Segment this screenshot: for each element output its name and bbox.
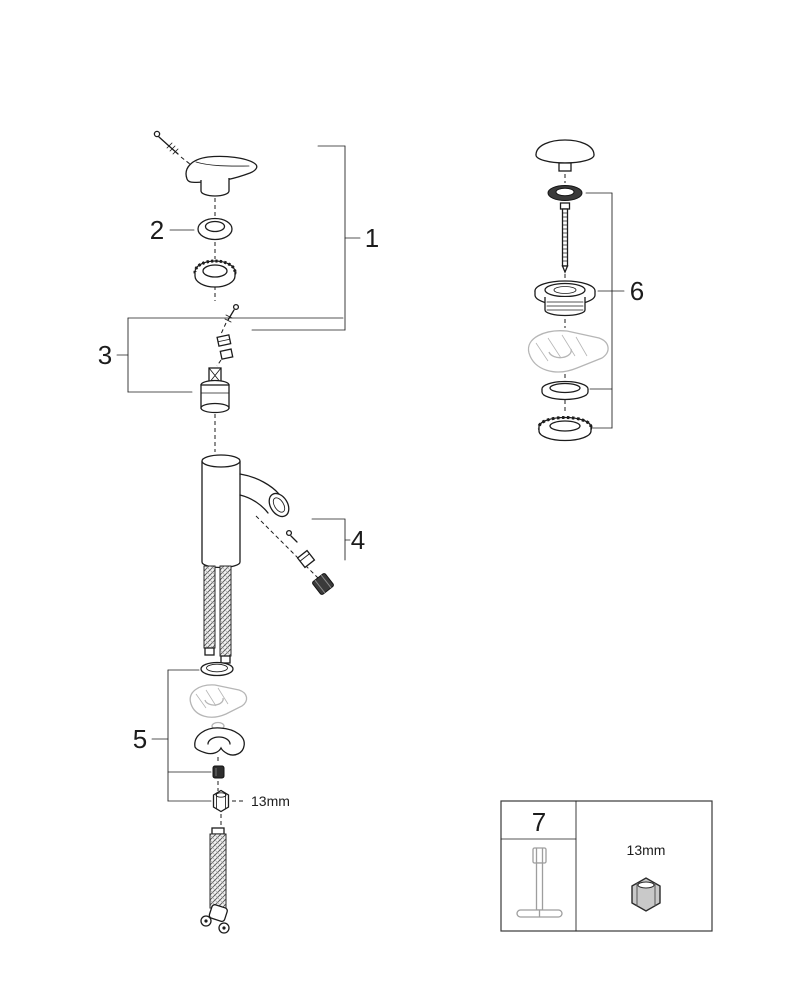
callout-6: 6 xyxy=(630,276,644,306)
handle-screw xyxy=(153,130,196,169)
drain-clamp xyxy=(527,330,609,373)
handle-lever xyxy=(185,155,258,197)
mounting-ring xyxy=(193,259,237,288)
callout-4: 4 xyxy=(351,525,365,555)
callout-5: 5 xyxy=(133,724,147,754)
callout-1: 1 xyxy=(365,223,379,253)
drain-locknut xyxy=(537,416,593,442)
drain-plug-cap xyxy=(535,139,595,183)
callout-7: 7 xyxy=(532,807,546,837)
cartridge xyxy=(200,367,230,414)
hex-nut-13mm xyxy=(212,789,230,813)
nut-size-label: 13mm xyxy=(251,793,290,809)
callout-4-bracket xyxy=(311,518,351,561)
aerator-assembly xyxy=(255,515,334,595)
mounting-clamp xyxy=(189,684,248,731)
o-ring xyxy=(200,661,234,677)
mounting-tool xyxy=(516,847,563,918)
callout-1-bracket xyxy=(251,145,361,331)
callout-3: 3 xyxy=(98,340,112,370)
handle-cap-ring xyxy=(197,217,233,241)
drain-seal-ring xyxy=(547,185,583,201)
callout-5-bracket xyxy=(151,669,212,802)
callout-3-bracket xyxy=(116,317,344,393)
plug-nut xyxy=(212,757,225,791)
faucet-body xyxy=(201,454,290,569)
tool-box-nut-size-label: 13mm xyxy=(627,842,666,858)
drain-screw xyxy=(559,202,571,280)
drain-gasket xyxy=(541,374,589,414)
cartridge-screw-parts xyxy=(216,303,240,367)
hex-nut-large xyxy=(631,877,661,912)
connection-hose xyxy=(200,814,230,934)
drain-flange xyxy=(534,280,596,328)
callout-2: 2 xyxy=(150,215,164,245)
horseshoe-washer xyxy=(194,727,245,756)
callout-6-bracket xyxy=(585,192,625,429)
supply-hoses xyxy=(203,565,232,664)
